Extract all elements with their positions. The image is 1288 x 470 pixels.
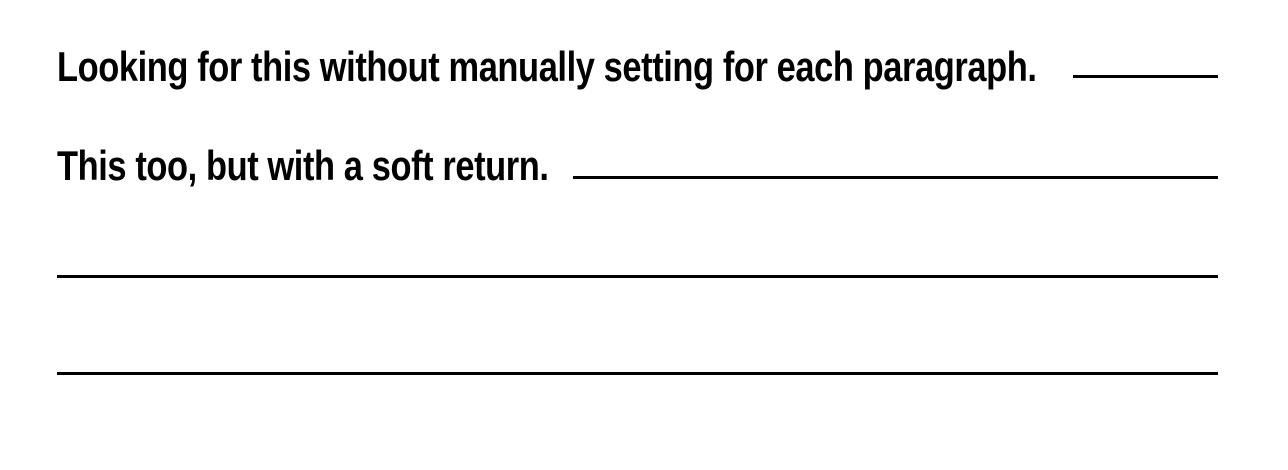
leader-line-2 [573,176,1218,179]
leader-line-1 [1073,75,1218,78]
paragraph-text-1: Looking for this without manually settin… [57,43,1037,90]
empty-paragraph-rule-2 [57,372,1218,375]
empty-paragraph-rule-1 [57,275,1218,278]
paragraph-text-2: This too, but with a soft return. [57,142,549,189]
